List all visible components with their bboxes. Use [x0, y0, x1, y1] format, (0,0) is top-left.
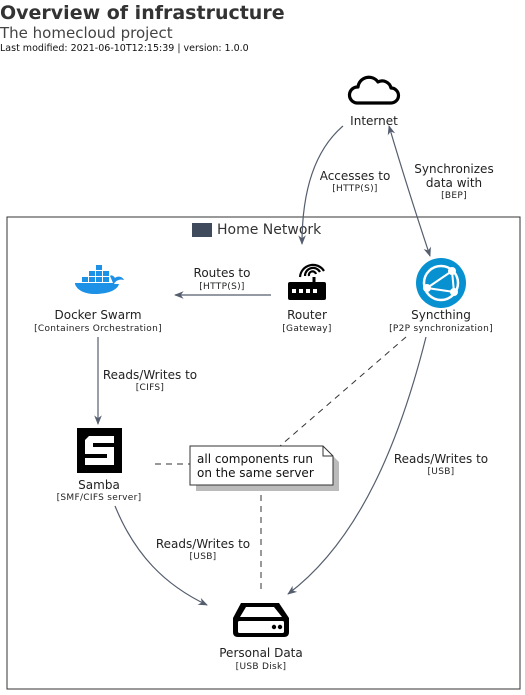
- node-docker-tech: [Containers Orchestration]: [34, 324, 162, 334]
- edge-internet-syncthing: [387, 125, 431, 257]
- docker-icon: [75, 265, 124, 294]
- edge-internet-syncthing-label-1: Synchronizes: [414, 162, 493, 176]
- node-syncthing-label: Syncthing: [411, 308, 471, 322]
- samba-icon: [77, 428, 122, 473]
- edge-internet-router: [298, 125, 344, 245]
- node-docker-label: Docker Swarm: [54, 308, 141, 322]
- edge-syncthing-data-label: Reads/Writes to: [394, 452, 488, 466]
- edge-internet-syncthing-label-2: data with: [426, 176, 482, 190]
- edge-router-docker-label: Routes to: [194, 266, 251, 280]
- node-router: Router [Gateway]: [282, 263, 331, 334]
- diagram-subtitle: The homecloud project: [0, 24, 173, 42]
- diagram-meta: Last modified: 2021-06-10T12:15:39 | ver…: [0, 43, 249, 54]
- node-internet: Internet: [347, 75, 401, 128]
- syncthing-icon: [416, 258, 466, 308]
- node-internet-label: Internet: [350, 114, 398, 128]
- edge-internet-router-tech: [HTTP(S)]: [332, 184, 378, 194]
- edge-docker-samba-tech: [CIFS]: [136, 383, 165, 393]
- cloud-icon: [347, 75, 401, 105]
- note-line-1: all components run: [197, 452, 313, 466]
- hdd-icon: [233, 603, 289, 637]
- note: all components run on the same server: [189, 445, 339, 491]
- node-samba-label: Samba: [78, 478, 120, 492]
- node-router-label: Router: [287, 308, 327, 322]
- edge-internet-syncthing-tech: [BEP]: [441, 191, 467, 201]
- node-docker: Docker Swarm [Containers Orchestration]: [34, 265, 162, 334]
- node-samba: Samba [SMF/CIFS server]: [57, 428, 142, 503]
- node-router-tech: [Gateway]: [282, 324, 331, 334]
- note-line-2: on the same server: [197, 466, 314, 480]
- edge-docker-samba-label: Reads/Writes to: [103, 368, 197, 382]
- note-link-syncthing: [279, 336, 407, 447]
- edge-internet-router-label: Accesses to: [320, 169, 391, 183]
- edge-syncthing-data-tech: [USB]: [428, 467, 455, 477]
- router-icon: [288, 263, 326, 300]
- node-data: Personal Data [USB Disk]: [219, 603, 303, 672]
- edge-samba-data: [114, 505, 208, 606]
- node-syncthing-tech: [P2P synchronization]: [389, 324, 493, 334]
- edge-samba-data-label: Reads/Writes to: [156, 537, 250, 551]
- node-samba-tech: [SMF/CIFS server]: [57, 493, 142, 503]
- boundary-label: Home Network: [217, 222, 322, 238]
- node-syncthing: Syncthing [P2P synchronization]: [389, 258, 493, 334]
- edge-syncthing-data: [287, 336, 427, 595]
- edge-samba-data-tech: [USB]: [190, 552, 217, 562]
- edge-router-docker-tech: [HTTP(S)]: [199, 282, 245, 292]
- boundary-swatch-icon: [192, 223, 212, 237]
- node-data-label: Personal Data: [219, 646, 302, 660]
- node-data-tech: [USB Disk]: [236, 662, 287, 672]
- home-network-boundary: [6, 216, 521, 690]
- diagram-title: Overview of infrastructure: [0, 2, 285, 24]
